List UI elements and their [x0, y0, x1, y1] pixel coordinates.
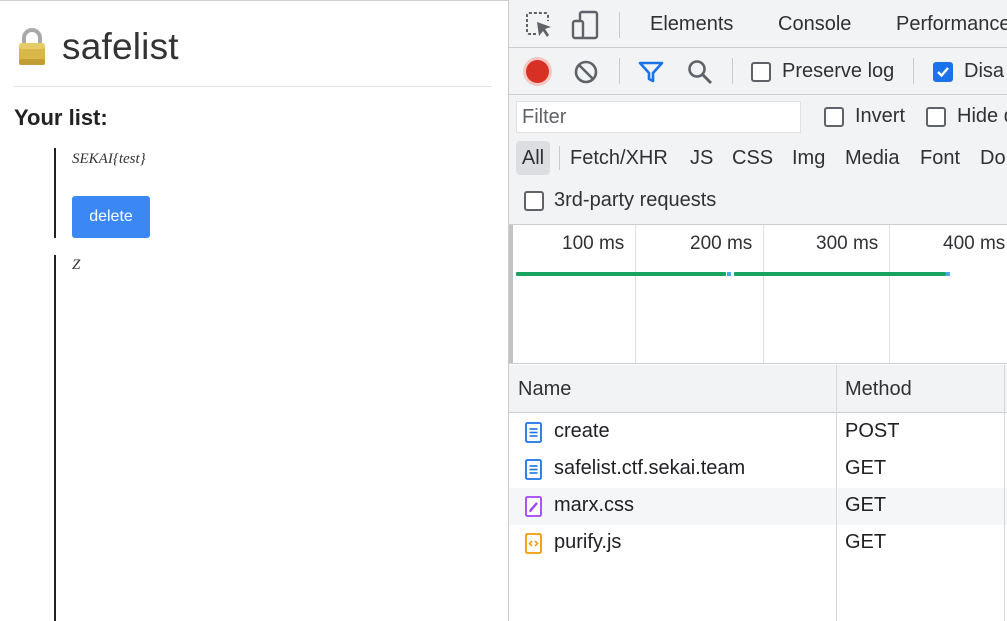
preserve-log-label: Preserve log: [782, 60, 895, 82]
page-title: safelist: [62, 26, 179, 67]
invert-checkbox[interactable]: [824, 107, 844, 127]
tab-console[interactable]: Console: [778, 13, 852, 35]
request-name: safelist.ctf.sekai.team: [554, 457, 746, 479]
table-row[interactable]: marx.css GET: [509, 488, 1007, 525]
type-filter-media[interactable]: Media: [845, 147, 900, 169]
column-separator[interactable]: [1004, 365, 1005, 621]
disable-cache-checkbox[interactable]: [933, 62, 953, 82]
type-filter-css[interactable]: CSS: [732, 147, 774, 169]
timeline-bar: [516, 272, 726, 276]
column-separator[interactable]: [836, 365, 837, 621]
list-item: Z: [54, 255, 354, 621]
tick-label: 300 ms: [816, 233, 879, 254]
request-name: purify.js: [554, 531, 622, 553]
filter-bar: Invert Hide d All Fetch/XHR JS CSS Img M…: [509, 95, 1007, 232]
separator: [619, 12, 620, 38]
grid-line: [889, 225, 890, 363]
timeline-overview[interactable]: 100 ms 200 ms 300 ms 400 ms: [509, 224, 1007, 364]
separator: [619, 58, 620, 84]
checkmark-icon: [937, 67, 949, 78]
request-method: POST: [845, 420, 900, 442]
tick-label: 400 ms: [943, 233, 1006, 254]
timeline-bar: [734, 272, 946, 276]
filter-input[interactable]: [516, 101, 801, 133]
note-text: Z: [72, 257, 81, 273]
tab-elements[interactable]: Elements: [650, 13, 734, 35]
tick-label: 200 ms: [690, 233, 753, 254]
table-row[interactable]: safelist.ctf.sekai.team GET: [509, 451, 1007, 488]
request-method: GET: [845, 494, 887, 516]
disable-cache-label: Disa: [964, 60, 1005, 82]
grid-line: [763, 225, 764, 363]
type-filter-doc[interactable]: Do: [980, 147, 1006, 169]
type-filter-font[interactable]: Font: [920, 147, 961, 169]
device-toolbar-icon[interactable]: [571, 10, 599, 40]
tab-performance[interactable]: Performance: [896, 13, 1007, 35]
network-toolbar: Preserve log Disa: [509, 48, 1007, 95]
clear-icon[interactable]: [574, 60, 598, 89]
request-name: create: [554, 420, 610, 442]
type-filter-img[interactable]: Img: [792, 147, 826, 169]
hide-data-urls-checkbox[interactable]: [926, 107, 946, 127]
timeline-marker: [727, 272, 731, 276]
separator: [559, 146, 560, 170]
devtools-panel: Elements Console Performance Preserve lo…: [508, 0, 1007, 621]
overview-handle[interactable]: [509, 225, 513, 363]
list-item: SEKAI{test} delete: [54, 148, 354, 238]
table-header: Name Method: [509, 365, 1007, 413]
inspect-element-icon[interactable]: [525, 11, 553, 39]
page-header: safelist: [16, 23, 179, 71]
request-method: GET: [845, 531, 887, 553]
stylesheet-icon: [525, 496, 542, 517]
document-icon: [525, 422, 542, 443]
invert-label: Invert: [855, 105, 906, 127]
filter-icon[interactable]: [638, 60, 664, 89]
separator: [913, 58, 914, 84]
search-icon[interactable]: [687, 59, 713, 90]
document-icon: [525, 459, 542, 480]
request-name: marx.css: [554, 494, 634, 516]
timeline-marker: [946, 272, 950, 276]
separator: [732, 58, 733, 84]
delete-button[interactable]: delete: [72, 196, 150, 238]
table-row[interactable]: purify.js GET: [509, 525, 1007, 562]
script-icon: [525, 533, 542, 554]
devtools-tabbar: Elements Console Performance: [509, 0, 1007, 48]
third-party-label: 3rd-party requests: [554, 189, 717, 211]
title-divider: [14, 86, 492, 87]
table-row[interactable]: create POST: [509, 414, 1007, 451]
type-filter-fetch-xhr[interactable]: Fetch/XHR: [570, 147, 668, 169]
hide-data-urls-label: Hide d: [957, 105, 1007, 127]
tick-label: 100 ms: [562, 233, 625, 254]
web-page: safelist Your list: SEKAI{test} delete Z: [0, 0, 508, 621]
list-heading: Your list:: [14, 105, 108, 130]
grid-line: [635, 225, 636, 363]
preserve-log-checkbox[interactable]: [751, 62, 771, 82]
request-method: GET: [845, 457, 887, 479]
record-icon[interactable]: [526, 60, 549, 83]
column-header-method[interactable]: Method: [845, 378, 912, 400]
third-party-checkbox[interactable]: [524, 191, 544, 211]
lock-icon: [16, 27, 48, 67]
request-table: Name Method create POST safelist.ctf.sek…: [509, 365, 1007, 621]
note-text: SEKAI{test}: [72, 151, 146, 167]
column-header-name[interactable]: Name: [518, 378, 572, 400]
type-filter-all[interactable]: All: [516, 141, 550, 175]
type-filter-js[interactable]: JS: [690, 147, 714, 169]
